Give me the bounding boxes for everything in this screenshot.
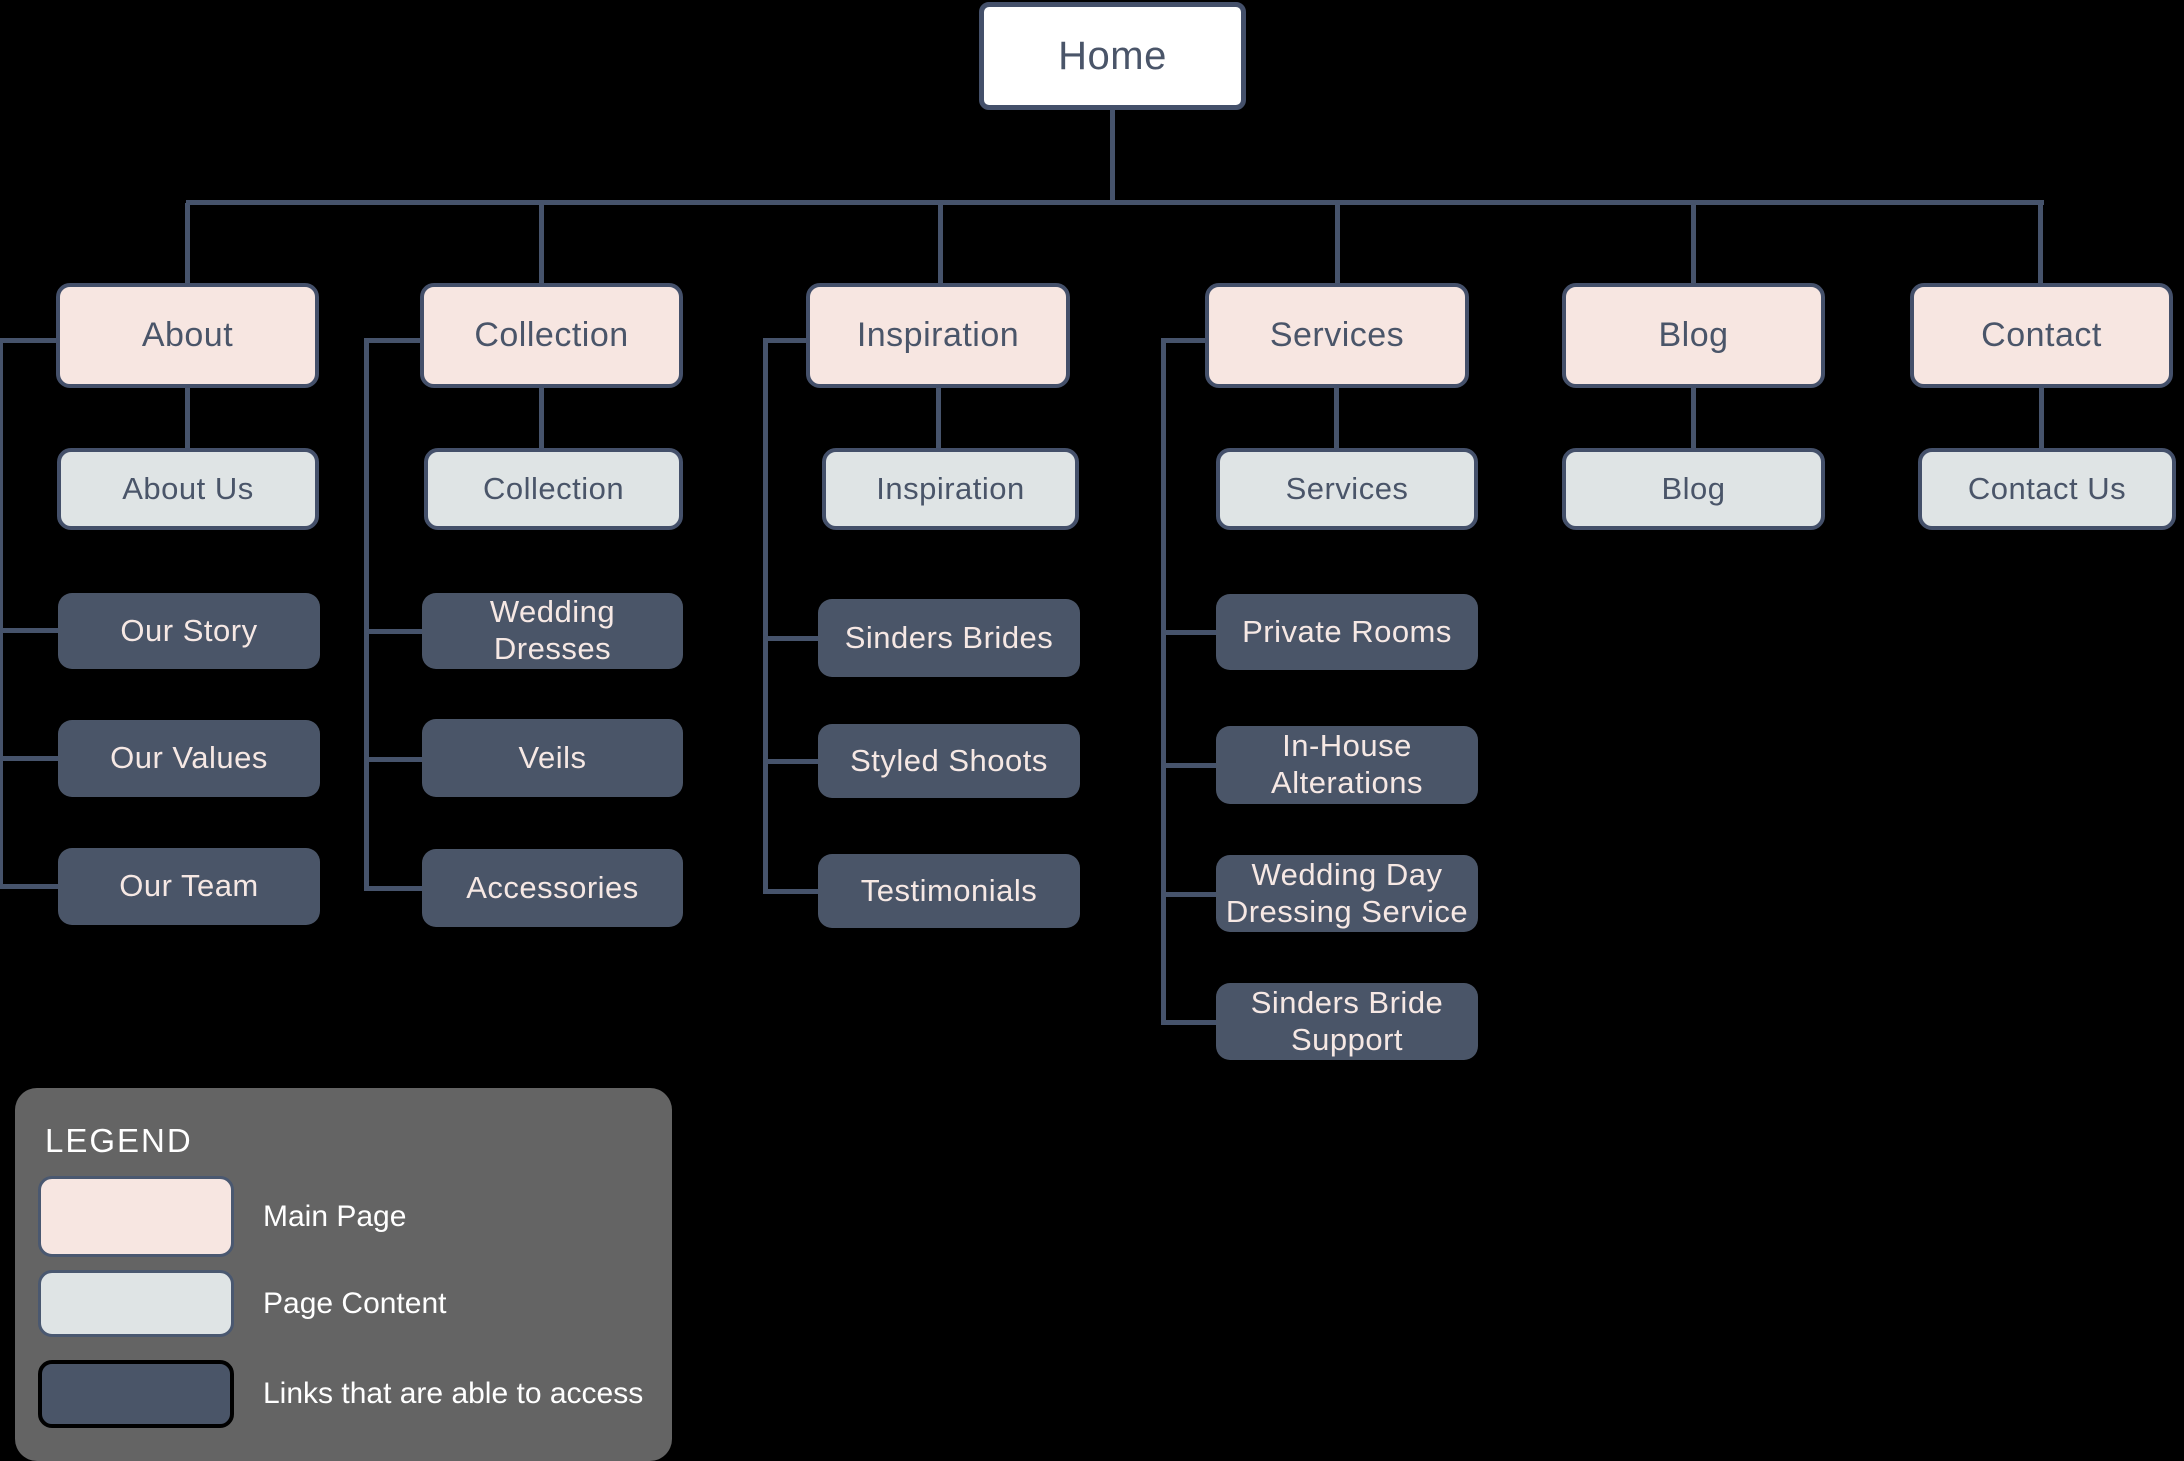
node-link-testimonials-label: Testimonials [860,872,1038,908]
node-content-services-label: Services [1285,471,1409,506]
bracket-inspiration-vline [763,338,768,894]
legend-swatch-main-page [38,1176,234,1257]
bracket-inspiration-stub-2 [763,759,820,764]
bracket-services-stub-1 [1161,630,1218,635]
node-link-in-house-alterations-label: In-House Alterations [1271,728,1423,800]
node-content-contact-us: Contact Us [1918,448,2176,530]
node-main-blog-label: Blog [1658,316,1729,354]
node-content-contact-us-label: Contact Us [1967,471,2127,506]
bracket-collection-stub-3 [364,886,424,891]
legend-title: LEGEND [45,1122,193,1159]
node-link-wedding-dresses: Wedding Dresses [422,593,683,669]
bracket-services-arm [1161,338,1207,343]
connector-drop-inspiration [938,203,943,285]
node-content-collection: Collection [424,448,683,530]
connector-drop-services [1335,203,1340,285]
node-main-inspiration: Inspiration [806,283,1070,388]
node-content-about-us: About Us [57,448,319,530]
node-link-accessories-label: Accessories [466,869,639,905]
node-content-inspiration: Inspiration [822,448,1079,530]
bracket-collection-stub-1 [364,629,424,634]
node-content-blog: Blog [1562,448,1825,530]
node-main-inspiration-label: Inspiration [856,316,1020,354]
node-main-services-label: Services [1269,316,1405,354]
legend-label-page-content: Page Content [263,1287,447,1320]
connector-about-content [185,386,190,450]
node-link-our-story-label: Our Story [120,612,258,648]
bracket-about-arm [0,338,58,343]
connector-drop-about [185,203,190,285]
node-main-blog: Blog [1562,283,1825,388]
node-link-sinders-brides: Sinders Brides [818,599,1080,677]
node-main-contact-label: Contact [1981,316,2102,354]
node-link-our-values-label: Our Values [110,740,268,776]
node-main-about: About [56,283,319,388]
node-link-sinders-bride-support: Sinders Bride Support [1216,983,1478,1060]
connector-collection-content [539,386,544,450]
node-home-label: Home [1058,33,1167,78]
connector-services-content [1334,386,1339,450]
node-link-veils: Veils [422,719,683,797]
node-link-our-story: Our Story [58,593,320,669]
node-content-about-us-label: About Us [122,471,254,506]
node-link-private-rooms: Private Rooms [1216,594,1478,670]
node-main-contact: Contact [1910,283,2173,388]
legend-swatch-page-content [38,1270,234,1337]
node-main-about-label: About [141,316,234,354]
connector-drop-blog [1691,203,1696,285]
node-link-private-rooms-label: Private Rooms [1242,613,1452,649]
node-link-our-values: Our Values [58,720,320,797]
node-link-sinders-brides-label: Sinders Brides [844,619,1054,655]
node-link-veils-label: Veils [518,739,587,775]
legend-label-main-page: Main Page [263,1200,407,1233]
node-link-our-team: Our Team [58,848,320,925]
node-link-our-team-label: Our Team [119,868,259,904]
bracket-about-stub-1 [0,628,60,633]
node-link-sinders-bride-support-label: Sinders Bride Support [1250,984,1444,1057]
bracket-collection-arm [364,338,422,343]
node-content-collection-label: Collection [482,471,625,506]
legend-label-accessible-link: Links that are able to access [263,1377,644,1410]
node-content-inspiration-label: Inspiration [876,471,1025,506]
node-content-blog-label: Blog [1661,471,1726,506]
bracket-collection-vline [364,338,369,891]
node-main-services: Services [1205,283,1469,388]
bracket-inspiration-stub-1 [763,636,820,641]
legend-swatch-accessible-link [38,1360,234,1428]
connector-contact-content [2039,386,2044,450]
bracket-services-stub-4 [1161,1020,1218,1025]
node-link-wedding-day-dressing-service: Wedding Day Dressing Service [1216,855,1478,932]
bracket-about-vline [0,338,3,889]
bracket-inspiration-arm [763,338,808,343]
bracket-inspiration-stub-3 [763,889,820,894]
bracket-services-stub-3 [1161,892,1218,897]
node-link-styled-shoots: Styled Shoots [818,724,1080,798]
bracket-services-stub-2 [1161,763,1218,768]
connector-blog-content [1691,386,1696,450]
connector-trunk [186,200,2044,205]
node-link-wedding-day-dressing-service-label: Wedding Day Dressing Service [1225,856,1469,929]
bracket-services-vline [1161,338,1166,1025]
bracket-about-stub-2 [0,756,60,761]
node-link-in-house-alterations: In-House Alterations [1216,726,1478,804]
node-home: Home [979,2,1246,110]
node-link-styled-shoots-label: Styled Shoots [850,742,1048,778]
bracket-collection-stub-2 [364,757,424,762]
node-link-wedding-dresses-label: Wedding Dresses [489,594,616,666]
connector-inspiration-content [936,386,941,450]
node-main-collection-label: Collection [474,316,629,354]
connector-drop-collection [539,203,544,285]
connector-home-drop [1110,110,1115,202]
node-content-services: Services [1216,448,1478,530]
bracket-about-stub-3 [0,884,60,889]
node-link-accessories: Accessories [422,849,683,927]
connector-drop-contact [2038,203,2043,285]
node-main-collection: Collection [420,283,683,388]
node-link-testimonials: Testimonials [818,854,1080,928]
